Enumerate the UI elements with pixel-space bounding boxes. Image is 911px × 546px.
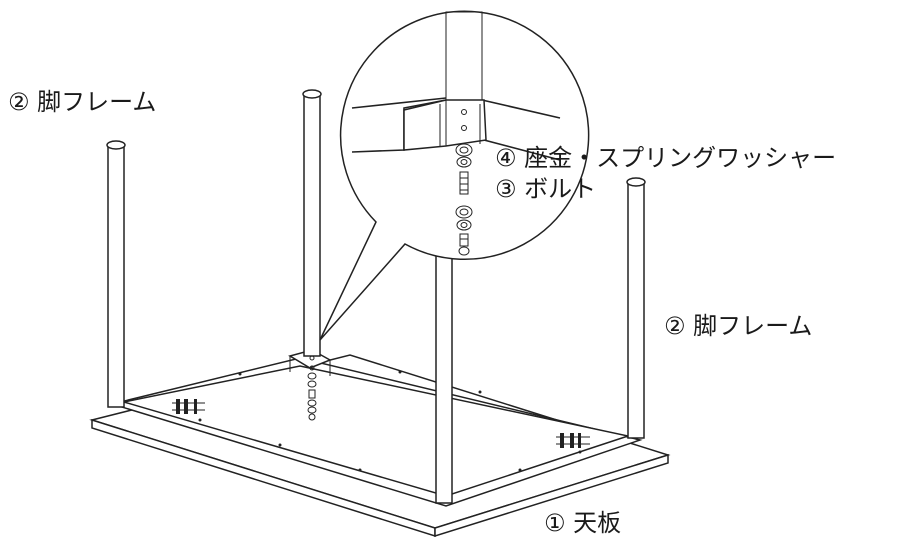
label-washer: ④ 座金・スプリングワッシャー	[495, 144, 836, 172]
label-tabletop: ① 天板	[544, 509, 621, 537]
leg-back-left	[106, 140, 126, 408]
label-bolt: ③ ボルト	[495, 175, 596, 203]
label-leg-frame-left: ② 脚フレーム	[8, 88, 156, 116]
bolt-set-right	[556, 433, 590, 448]
bolt-set-left	[172, 399, 205, 414]
label-leg-frame-right: ② 脚フレーム	[664, 312, 812, 340]
leg-front-right	[626, 177, 646, 439]
leg-back-center	[302, 89, 322, 357]
detail-callout	[319, 10, 590, 341]
leg-front-center	[434, 230, 454, 504]
bolt-stack-corner	[307, 355, 317, 421]
apron-screw-dots	[198, 370, 582, 472]
